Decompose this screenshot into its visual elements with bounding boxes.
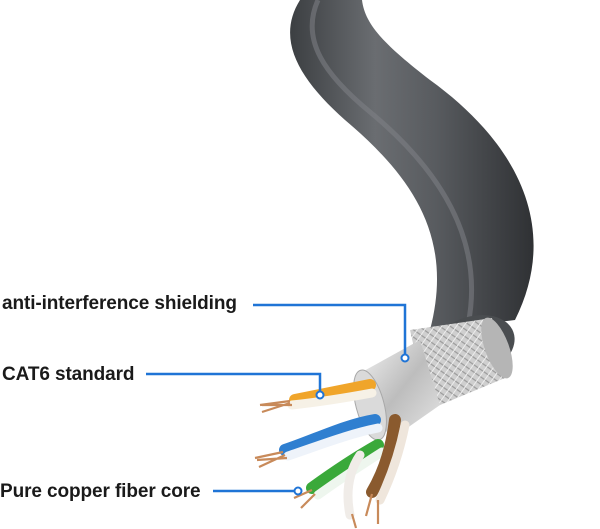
label-cat6-standard: CAT6 standard <box>2 364 135 385</box>
label-pure-copper-fiber-core: Pure copper fiber core <box>0 481 201 502</box>
leader-line-shielding <box>253 303 407 358</box>
twisted-pairs <box>279 379 410 520</box>
cable-jacket <box>290 0 534 330</box>
leader-dot-shielding <box>400 353 410 363</box>
leader-lines <box>146 303 407 493</box>
leader-dot-core <box>293 486 303 496</box>
leader-dot-standard <box>315 390 325 400</box>
leader-line-standard <box>146 372 322 395</box>
label-anti-interference-shielding: anti-interference shielding <box>2 293 237 314</box>
copper-strands <box>254 399 380 529</box>
